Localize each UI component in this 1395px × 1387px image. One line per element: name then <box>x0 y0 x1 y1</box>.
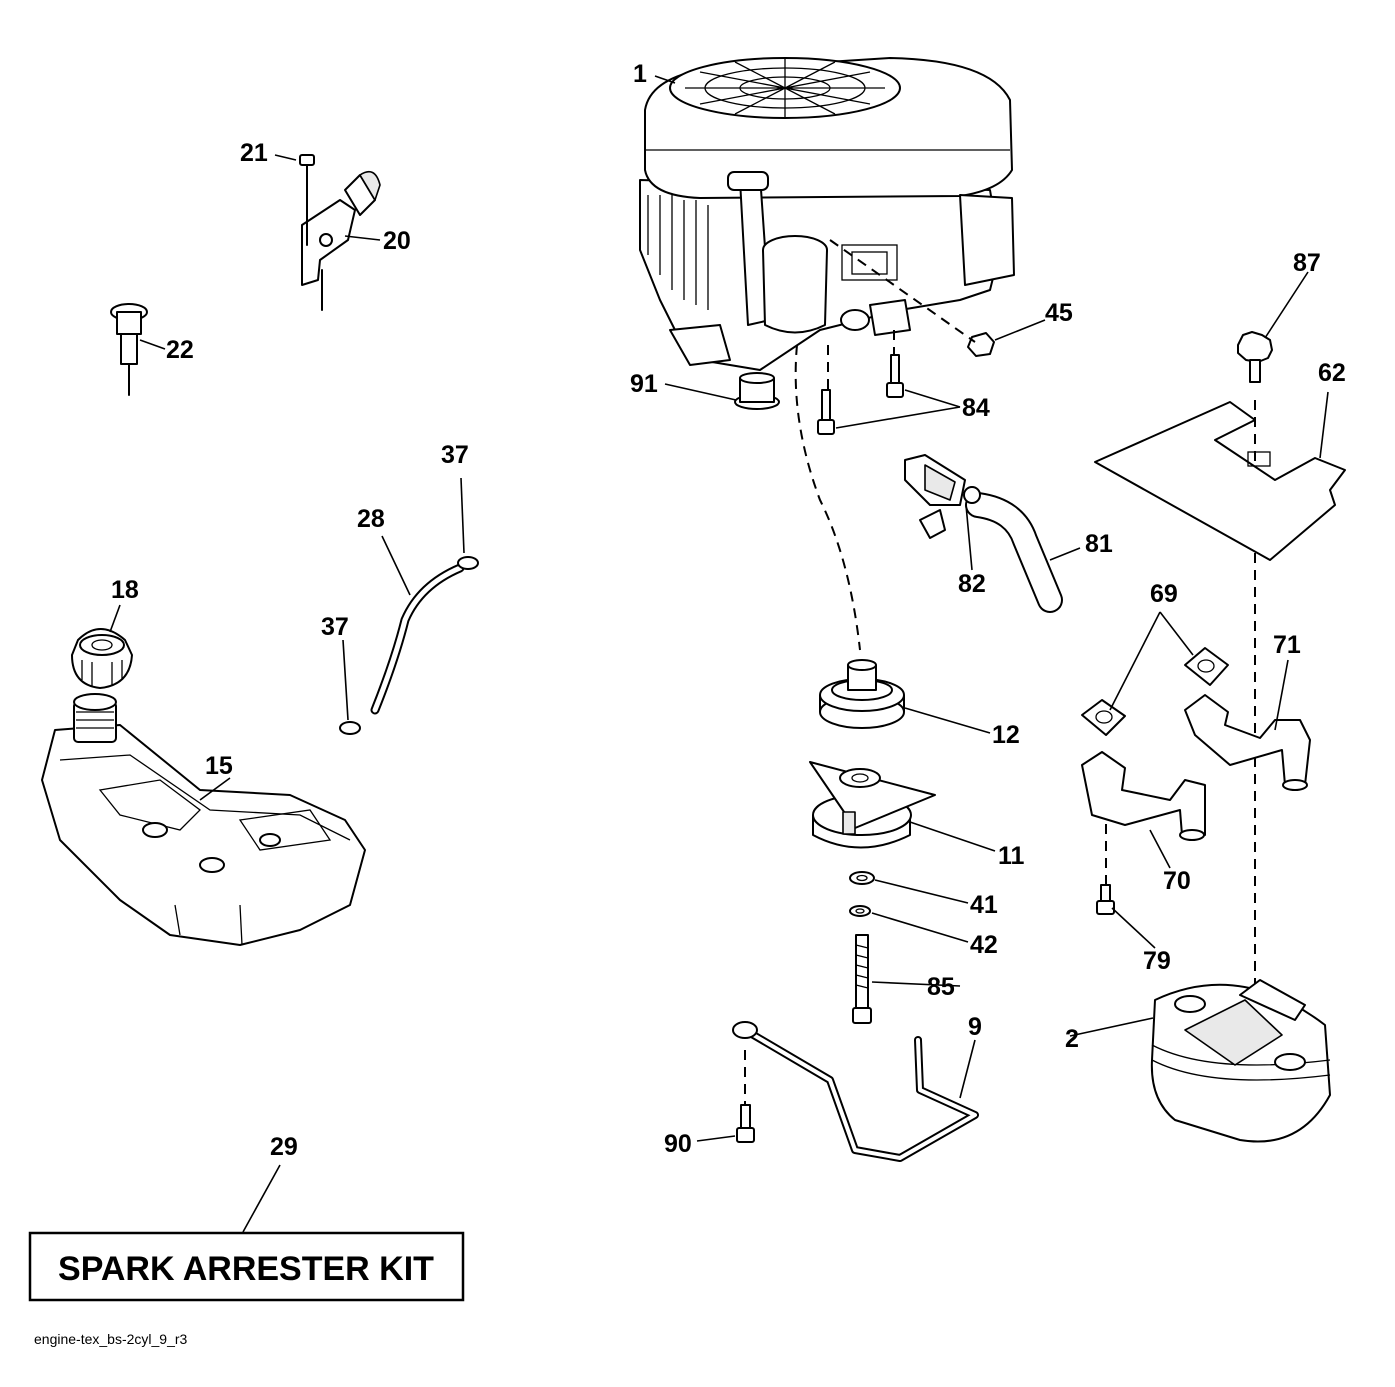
callout-29: 29 <box>270 1133 298 1161</box>
pulley-part-12 <box>819 659 905 729</box>
bolts-part-84 <box>817 354 904 435</box>
callout-22: 22 <box>166 336 194 364</box>
callout-21: 21 <box>240 139 268 167</box>
washer-part-41 <box>849 871 875 885</box>
clamp-part-37-upper <box>457 556 479 570</box>
plunger-part-22 <box>110 303 148 396</box>
callout-1: 1 <box>633 60 647 88</box>
callout-9: 9 <box>968 1013 982 1041</box>
washer-part-42 <box>849 905 871 917</box>
callout-41: 41 <box>970 891 998 919</box>
knob-part-87 <box>1237 331 1273 383</box>
bolt-part-85 <box>852 934 872 1024</box>
bolt-part-90 <box>736 1104 755 1143</box>
leader-lines <box>109 75 1329 1233</box>
callout-42: 42 <box>970 931 998 959</box>
nut-part-45 <box>967 332 995 357</box>
callout-12: 12 <box>992 721 1020 749</box>
screw-part-21 <box>299 154 315 246</box>
callout-37-upper: 37 <box>441 441 469 469</box>
callout-11: 11 <box>998 842 1025 870</box>
callout-69: 69 <box>1150 580 1178 608</box>
callout-79: 79 <box>1143 947 1171 975</box>
callout-15: 15 <box>205 752 233 780</box>
muffler-part-2 <box>1150 979 1331 1143</box>
fuel-line-part-28 <box>370 563 465 715</box>
callout-45: 45 <box>1045 299 1073 327</box>
spark-arrester-kit-box: SPARK ARRESTER KIT <box>28 1231 465 1302</box>
callouts: 1 21 20 22 91 84 45 87 62 37 28 81 82 18… <box>111 60 1346 1161</box>
clamp-part-37-lower <box>339 721 361 735</box>
heat-shield-part-62 <box>1094 401 1346 561</box>
gasket-part-69-right <box>1184 647 1229 686</box>
callout-91: 91 <box>630 370 658 398</box>
exhaust-pipe-part-71 <box>1184 694 1311 791</box>
callout-85: 85 <box>927 973 955 1001</box>
callout-20: 20 <box>383 227 411 255</box>
bracket-part-9 <box>732 1021 979 1162</box>
callout-18: 18 <box>111 576 139 604</box>
callout-2: 2 <box>1065 1025 1079 1053</box>
clutch-part-11 <box>809 761 936 849</box>
throttle-control-part-20 <box>301 170 381 311</box>
spark-arrester-kit-label: SPARK ARRESTER KIT <box>58 1250 434 1288</box>
exhaust-pipe-part-70 <box>1081 751 1206 841</box>
callout-62: 62 <box>1318 359 1346 387</box>
alignment-lines <box>744 239 1256 1125</box>
fuel-tank-part-15 <box>41 693 366 946</box>
gasket-part-69-left <box>1081 699 1126 736</box>
diagram-code: engine-tex_bs-2cyl_9_r3 <box>34 1331 188 1347</box>
bolt-part-79 <box>1096 884 1115 915</box>
callout-37-lower: 37 <box>321 613 349 641</box>
fitting-part-82 <box>904 454 981 539</box>
callout-87: 87 <box>1293 249 1321 277</box>
callout-81: 81 <box>1085 530 1113 558</box>
callout-84: 84 <box>962 394 990 422</box>
fuel-cap-part-18 <box>71 628 133 689</box>
hose-part-81 <box>965 492 1063 613</box>
callout-71: 71 <box>1273 631 1301 659</box>
callout-28: 28 <box>357 505 385 533</box>
engine-part <box>639 57 1015 371</box>
callout-90: 90 <box>664 1130 692 1158</box>
collar-part-91 <box>734 372 780 410</box>
callout-82: 82 <box>958 570 986 598</box>
callout-70: 70 <box>1163 867 1191 895</box>
